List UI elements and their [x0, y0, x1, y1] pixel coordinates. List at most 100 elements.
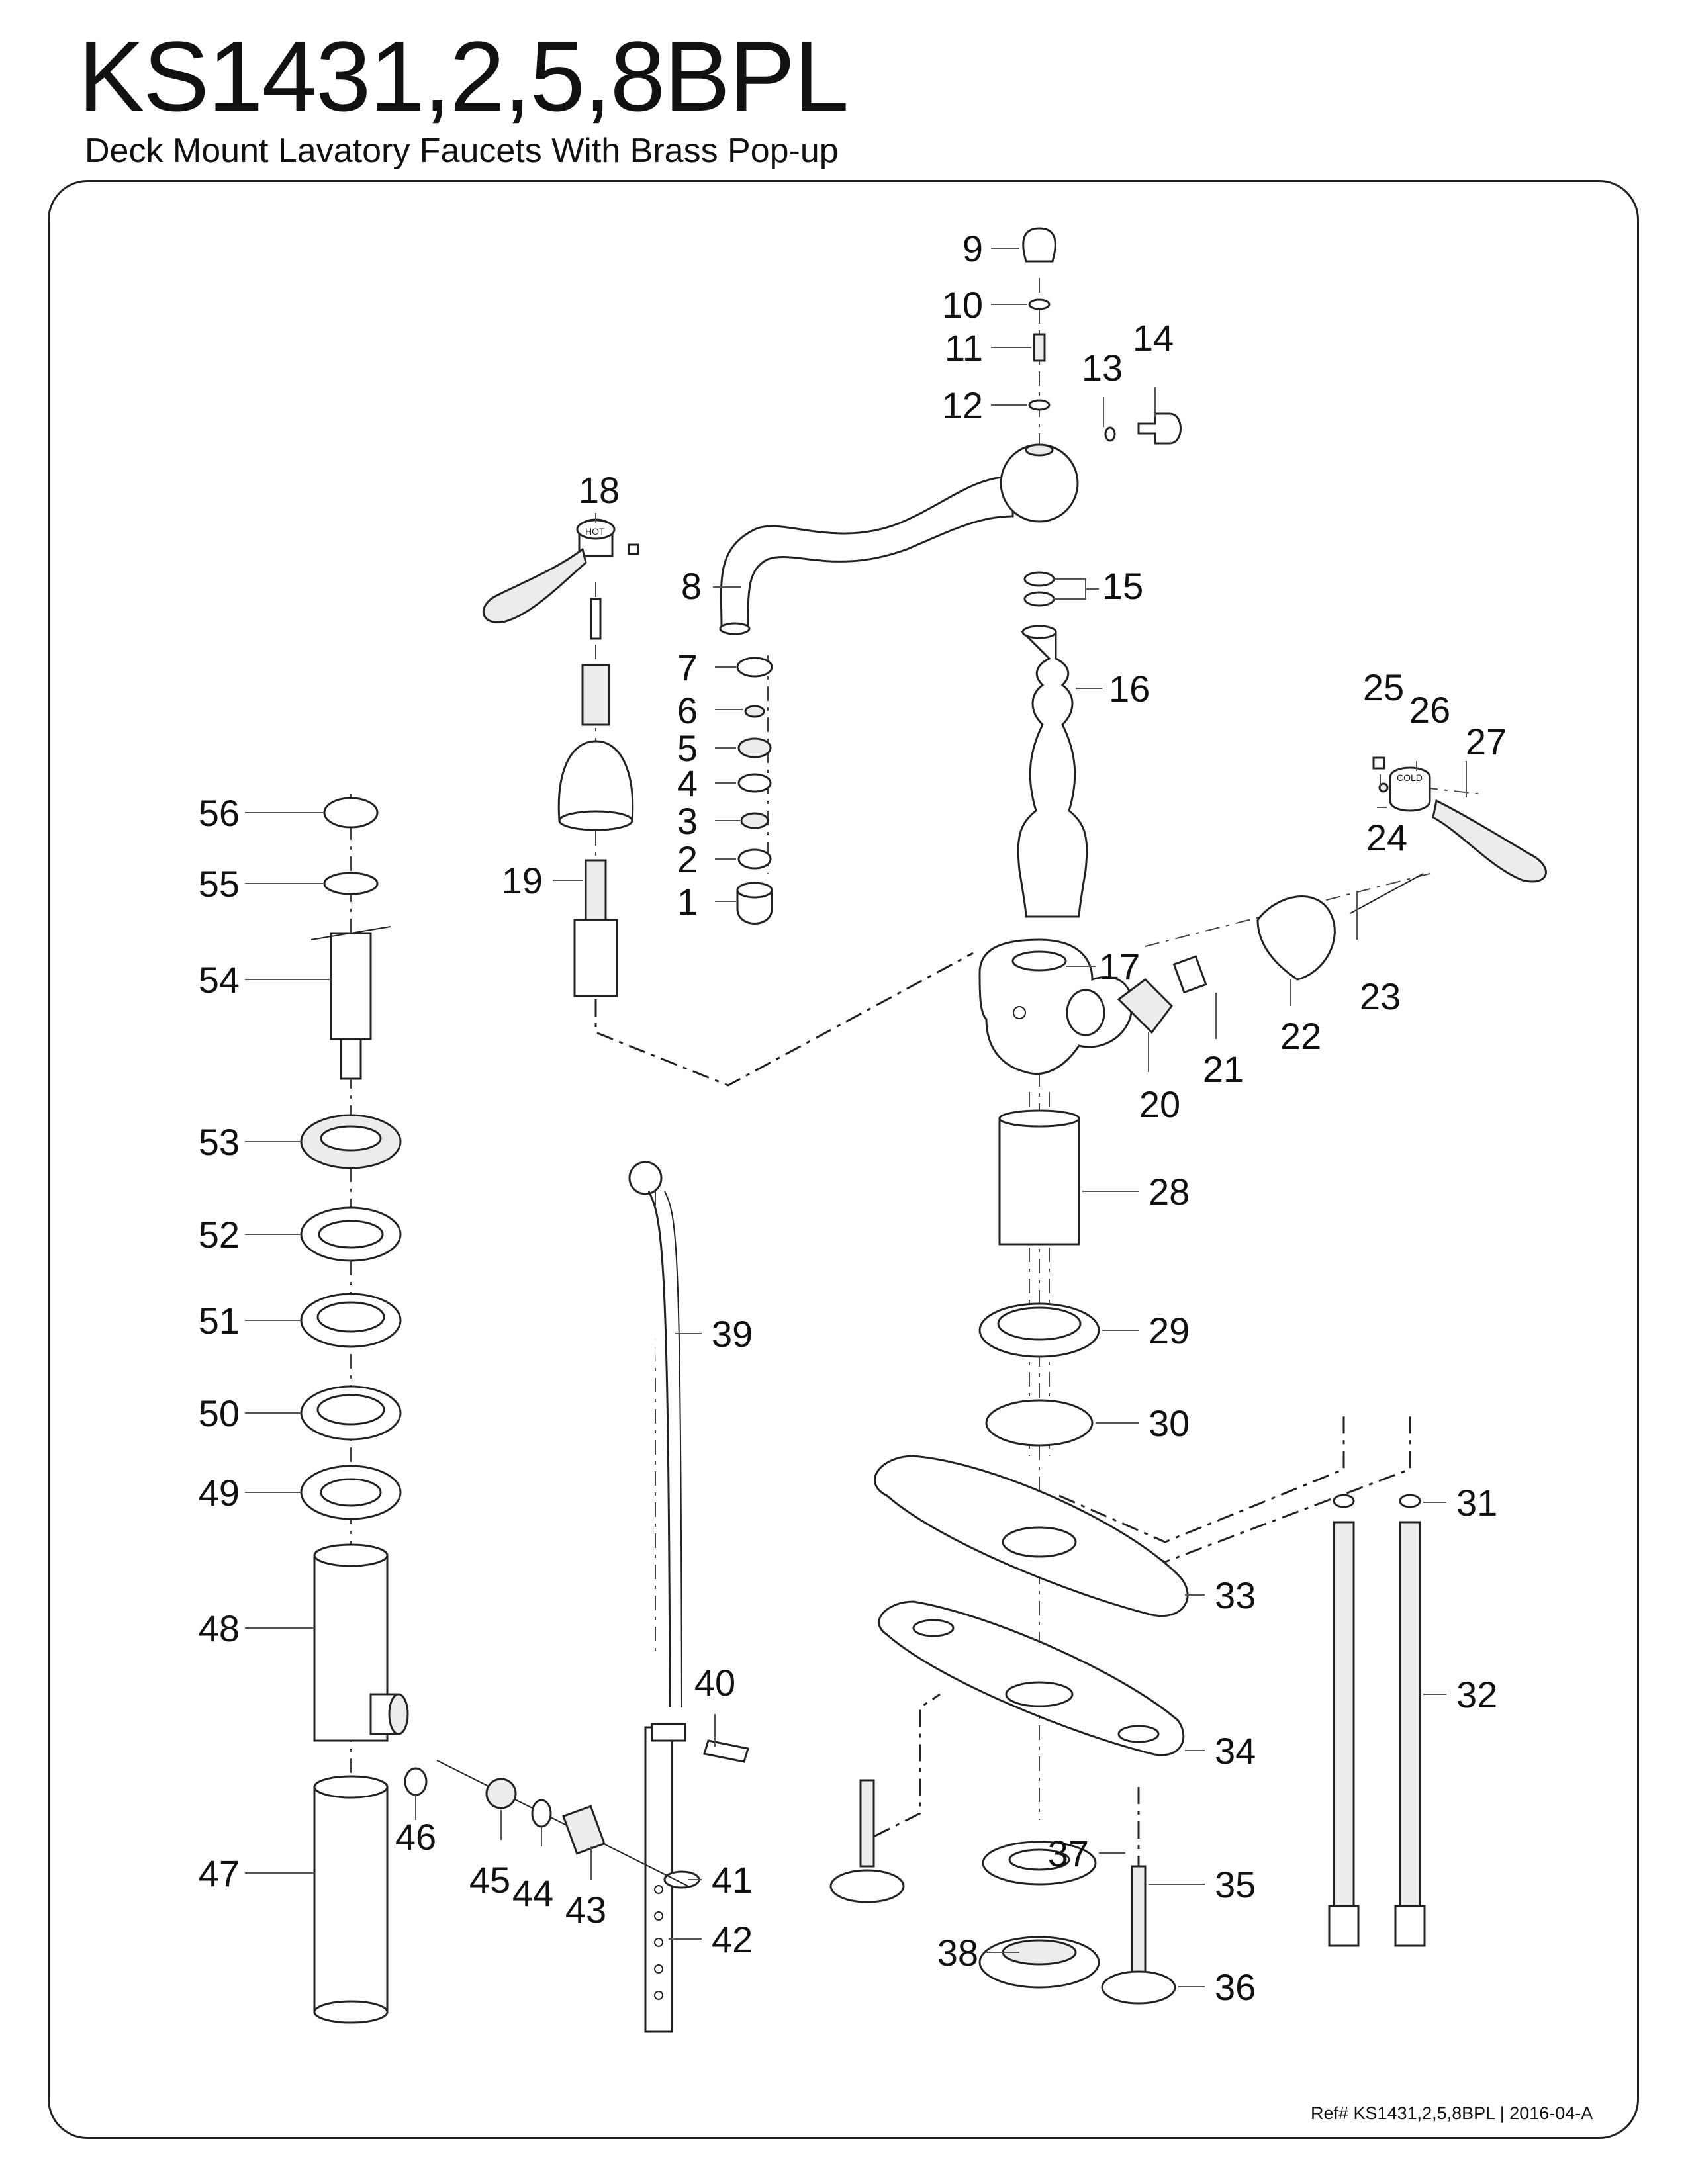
side-oring-part — [1104, 426, 1116, 442]
pivot-gasket-part — [404, 1767, 428, 1796]
callout-label: 40 — [694, 1662, 735, 1704]
callout-label: 4 — [677, 762, 698, 804]
mounting-stud-part-2 — [859, 1779, 875, 1868]
callout-label: 42 — [712, 1919, 753, 1960]
callout-label: 44 — [512, 1872, 553, 1914]
cold-bonnet-part — [1256, 895, 1336, 981]
callout-label: 11 — [945, 327, 983, 369]
cold-handle-screw-part — [1350, 873, 1424, 914]
callout-label: 53 — [199, 1121, 240, 1163]
callout-label: 18 — [579, 469, 620, 511]
callout-label: 2 — [677, 839, 698, 880]
callout-label: 28 — [1149, 1171, 1190, 1212]
callout-label: 46 — [395, 1816, 436, 1858]
leader-lines — [245, 248, 1467, 1987]
cold-supply-line-part — [1399, 1521, 1421, 1907]
aerator-housing-part — [737, 773, 772, 793]
cold-handle-set-screw-part — [1372, 756, 1385, 770]
aerator-gasket-part — [737, 848, 772, 870]
spout-oring-part — [1023, 571, 1055, 587]
page-title: KS1431,2,5,8BPL — [78, 21, 849, 132]
column-part — [1017, 631, 1088, 918]
hot-handle-screw-stem-part — [590, 598, 602, 640]
stopper-cap-part — [323, 797, 379, 829]
aerator-washer-part — [744, 705, 765, 718]
deck-gasket-part — [878, 1600, 1185, 1756]
cold-supply-connection-line — [1058, 1416, 1411, 1563]
callout-label: 32 — [1456, 1674, 1497, 1715]
threaded-stud-part — [1033, 333, 1046, 362]
hot-supply-connection-line — [1058, 1416, 1345, 1543]
callout-label: 29 — [1149, 1310, 1190, 1351]
callout-label: 24 — [1366, 817, 1407, 858]
callout-label: 51 — [199, 1300, 240, 1342]
callout-label: 12 — [942, 385, 983, 426]
cold-marking: COLD — [1397, 772, 1423, 783]
callout-label: 16 — [1109, 668, 1150, 709]
callout-label: 20 — [1139, 1083, 1180, 1125]
callout-label: 14 — [1133, 317, 1174, 359]
spout-oring-part-2 — [1023, 591, 1055, 607]
callout-label: 9 — [962, 228, 983, 269]
callout-label: 43 — [565, 1889, 606, 1931]
faucet-body-part — [978, 938, 1133, 1075]
hot-stem-sleeve-part — [581, 664, 610, 726]
strap-thumb-screw-part — [703, 1739, 749, 1763]
strap-clamp-part — [651, 1723, 686, 1742]
callout-label: 56 — [199, 792, 240, 834]
washer-part — [1028, 298, 1051, 310]
callout-label: 26 — [1409, 689, 1450, 731]
callout-label: 22 — [1280, 1015, 1321, 1057]
callout-label: 50 — [199, 1392, 240, 1434]
callout-label: 3 — [677, 800, 698, 842]
mounting-stud-part — [1131, 1865, 1147, 1974]
callout-label: 5 — [677, 727, 698, 769]
stopper-oring-part — [323, 872, 379, 895]
callout-label: 55 — [199, 863, 240, 905]
hot-valve-stem-part — [585, 859, 607, 921]
hot-valve-connection-line — [594, 952, 974, 1087]
callout-label: 35 — [1215, 1864, 1256, 1905]
callout-label: 36 — [1215, 1966, 1256, 2008]
hot-handle-lever-part — [482, 547, 587, 623]
callout-label: 47 — [199, 1852, 240, 1894]
aerator-body-part — [736, 889, 773, 925]
hot-handle-screw-part — [628, 543, 639, 555]
hot-valve-body-part — [573, 919, 618, 997]
callout-label: 13 — [1082, 347, 1123, 388]
hot-bonnet-part — [557, 740, 634, 822]
cold-stem-sleeve-part — [1172, 955, 1207, 994]
callout-label: 17 — [1099, 946, 1140, 987]
callout-label: 21 — [1203, 1048, 1244, 1090]
supply-washer-part-2 — [1399, 1494, 1421, 1508]
spout-part — [720, 475, 1014, 630]
pivot-washer-part — [531, 1799, 552, 1828]
callout-label: 41 — [712, 1859, 753, 1901]
callout-label: 37 — [1048, 1833, 1089, 1874]
callout-label: 19 — [502, 860, 543, 901]
pivot-ball-part — [485, 1778, 517, 1809]
mounting-stud-nut-part — [1101, 1970, 1176, 2005]
callout-label: 1 — [677, 881, 698, 923]
callout-label: 7 — [677, 647, 698, 688]
callout-label: 25 — [1363, 666, 1404, 708]
callout-label: 31 — [1456, 1482, 1497, 1524]
lift-rod-part — [647, 1191, 671, 1708]
callout-label: 34 — [1215, 1730, 1256, 1772]
callout-label: 39 — [712, 1313, 753, 1355]
callout-label: 10 — [942, 284, 983, 326]
callout-label: 23 — [1360, 976, 1401, 1017]
callout-labels: 1 2 3 4 5 6 7 8 9 10 11 12 13 14 15 16 1… — [199, 228, 1507, 2008]
aerator-screen-part — [740, 812, 769, 829]
shank-gasket-part — [985, 1399, 1094, 1447]
washer-part-2 — [1028, 399, 1051, 411]
finial-cap-part — [1022, 227, 1056, 263]
callout-label: 38 — [937, 1932, 978, 1974]
lift-rod-knob-part — [628, 1161, 663, 1195]
callout-label: 15 — [1102, 565, 1143, 607]
callout-label: 30 — [1149, 1402, 1190, 1444]
supply-washer-part — [1333, 1494, 1355, 1508]
callout-label: 54 — [199, 959, 240, 1001]
aerator-ring-part — [736, 657, 773, 678]
